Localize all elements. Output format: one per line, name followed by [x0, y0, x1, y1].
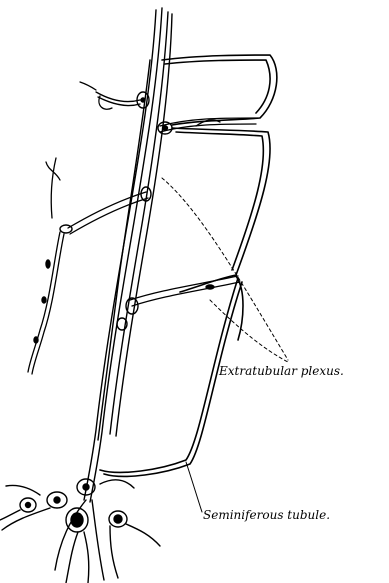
seminiferous-tubule-label: Seminiferous tubule.	[203, 508, 330, 522]
basal-cell-cluster	[0, 479, 160, 583]
main-nerve-trunk	[84, 8, 172, 502]
plexus-leader-upper	[162, 178, 288, 360]
nerve-cell-nuclei	[34, 92, 214, 343]
extratubular-plexus-label: Extratubular plexus.	[219, 364, 344, 378]
tubule-leader	[186, 462, 202, 512]
